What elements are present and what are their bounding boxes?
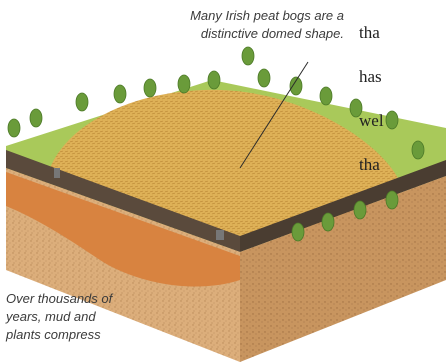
body-text-line: tha (359, 22, 446, 44)
fence-post-right (216, 230, 224, 240)
body-text-line: tha (359, 154, 446, 176)
body-text-fragment: tha has wel tha (359, 0, 446, 198)
fence-post-left (54, 168, 60, 178)
body-text-line: has (359, 66, 446, 88)
compression-caption: Over thousands of years, mud and plants … (6, 290, 116, 344)
body-text-line: wel (359, 110, 446, 132)
dome-caption: Many Irish peat bogs are a distinctive d… (150, 7, 344, 43)
